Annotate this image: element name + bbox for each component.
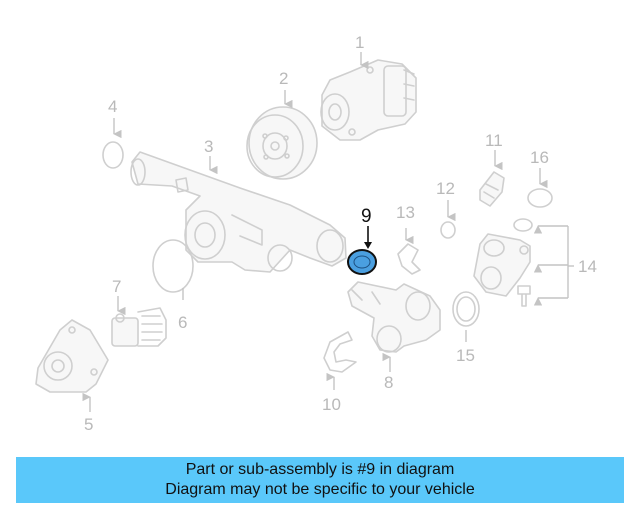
part-2-pulley[interactable]	[246, 106, 318, 180]
callout-9[interactable]: 9	[361, 206, 372, 227]
callout-6[interactable]: 6	[178, 313, 187, 332]
callout-10[interactable]: 10	[322, 395, 341, 414]
leader-9-arrowhead	[364, 242, 372, 249]
callout-2[interactable]: 2	[279, 69, 288, 88]
part-4-o-ring[interactable]	[102, 141, 124, 169]
callout-12[interactable]: 12	[436, 179, 455, 198]
part-14-flange-assembly[interactable]	[473, 218, 533, 307]
part-8-pipe-flange[interactable]	[347, 281, 441, 353]
part-5-thermostat-cover[interactable]	[35, 319, 109, 393]
part-6-gasket[interactable]	[152, 239, 194, 293]
part-11-sensor[interactable]	[479, 171, 505, 207]
part-12-seal[interactable]	[440, 221, 456, 239]
caption-line-1: Part or sub-assembly is #9 in diagram	[185, 461, 455, 478]
callout-13[interactable]: 13	[396, 203, 415, 222]
parts-diagram: 1 2 4 3 6 7	[35, 33, 597, 434]
part-16-o-ring[interactable]	[527, 188, 553, 208]
callout-15[interactable]: 15	[456, 346, 475, 365]
part-7-thermostat[interactable]	[111, 307, 167, 347]
callout-14[interactable]: 14	[578, 257, 597, 276]
callout-5[interactable]: 5	[84, 415, 93, 434]
callout-8[interactable]: 8	[384, 373, 393, 392]
callout-11[interactable]: 11	[485, 131, 503, 150]
part-15-gasket-inner	[456, 296, 476, 322]
callout-3[interactable]: 3	[204, 137, 213, 156]
callout-16[interactable]: 16	[530, 148, 549, 167]
part-1-water-pump[interactable]	[320, 59, 417, 141]
callout-7[interactable]: 7	[112, 277, 121, 296]
caption-banner: Part or sub-assembly is #9 in diagram Di…	[16, 457, 624, 503]
callout-4[interactable]: 4	[108, 97, 117, 116]
callout-1[interactable]: 1	[355, 33, 364, 52]
part-13-clip[interactable]	[397, 243, 421, 275]
caption-line-2: Diagram may not be specific to your vehi…	[165, 481, 475, 498]
part-3-coolant-housing[interactable]	[130, 151, 347, 273]
part-10-bracket-clip[interactable]	[323, 331, 357, 373]
part-15-gasket[interactable]	[452, 291, 480, 327]
part-9-seal-highlighted[interactable]	[347, 249, 377, 275]
